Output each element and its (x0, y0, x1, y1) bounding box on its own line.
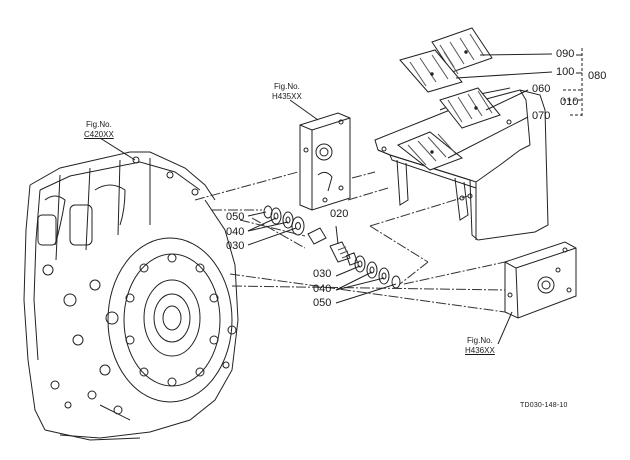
decal-060 (440, 88, 500, 128)
callout-leaders (448, 48, 582, 158)
engine-fig-number: C420XX (84, 130, 114, 139)
callout-050-bottom: 050 (313, 297, 332, 309)
assembly-lines (195, 172, 505, 312)
right-bracket-fig-number: H436XX (465, 346, 495, 355)
fastener-stack-top (264, 206, 304, 235)
callout-050-top: 050 (226, 211, 245, 223)
callout-030-top: 030 (226, 240, 245, 252)
right-fig-leader (498, 312, 512, 344)
callout-080: 080 (588, 70, 607, 82)
callout-090: 090 (556, 48, 575, 60)
callout-010: 010 (560, 96, 579, 108)
fastener-leaders (248, 212, 396, 303)
drawing-id: TD030-148-10 (520, 402, 568, 409)
engine-fig-leader (100, 138, 135, 160)
callout-100: 100 (556, 66, 575, 78)
engine-block-drawing (24, 152, 238, 440)
callout-040-bottom: 040 (313, 283, 332, 295)
engine-fig-caption: Fig.No. (86, 120, 112, 129)
callout-070: 070 (532, 110, 551, 122)
callout-040-top: 040 (226, 226, 245, 238)
left-bracket-fig-number: H435XX (272, 92, 302, 101)
callout-060: 060 (532, 83, 551, 95)
right-bracket-fig-caption: Fig.No. (467, 336, 493, 345)
callout-030-bottom: 030 (313, 268, 332, 280)
left-bracket-fig-caption: Fig.No. (274, 82, 300, 91)
decal-100 (400, 50, 462, 92)
left-bracket-drawing (300, 113, 350, 210)
shaft-part-020 (308, 228, 357, 265)
right-bracket-drawing (505, 242, 576, 318)
callout-020: 020 (330, 208, 349, 220)
left-fig-leader (290, 100, 318, 120)
decal-070 (398, 132, 462, 170)
